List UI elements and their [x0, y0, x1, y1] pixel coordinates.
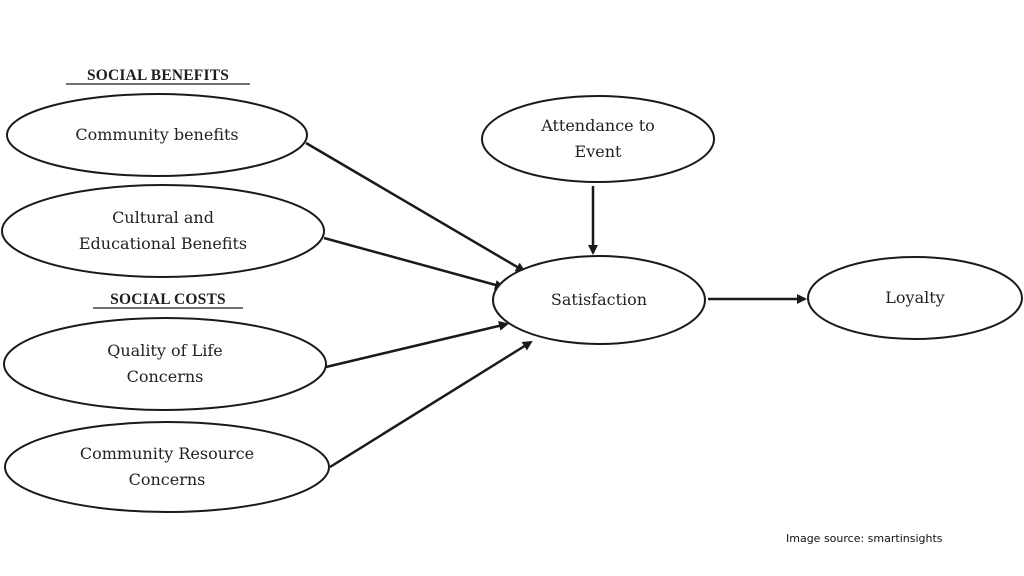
node-label-line: Cultural and: [112, 208, 214, 227]
node-attendance-to-event: Attendance to Event: [481, 95, 715, 183]
arrow-community-benefits-to-satisfaction: [305, 141, 526, 273]
node-label-line: Satisfaction: [551, 290, 647, 309]
arrow-quality-of-life-to-satisfaction: [325, 320, 509, 369]
social-benefits-heading: SOCIAL BENEFITS: [66, 67, 250, 85]
node-label-line: Quality of Life: [107, 341, 223, 360]
image-source-caption: Image source: smartinsights: [786, 532, 943, 545]
svg-text:Community benefits: Community benefits: [75, 125, 238, 144]
node-community-benefits: Community benefits: [6, 93, 308, 177]
svg-text:Satisfaction: Satisfaction: [551, 290, 647, 309]
svg-text:SOCIAL BENEFITS: SOCIAL BENEFITS: [87, 67, 229, 84]
node-label-line: Concerns: [127, 367, 204, 386]
node-label-line: Loyalty: [885, 288, 944, 307]
svg-text:Loyalty: Loyalty: [885, 288, 944, 307]
svg-text:SOCIAL COSTS: SOCIAL COSTS: [110, 291, 226, 308]
node-label-line: Event: [575, 142, 622, 161]
node-label-line: Educational Benefits: [79, 234, 247, 253]
arrow-community-resource-to-satisfaction: [329, 340, 533, 469]
node-label-line: Concerns: [129, 470, 206, 489]
node-satisfaction: Satisfaction: [492, 255, 706, 345]
node-loyalty: Loyalty: [807, 256, 1023, 340]
node-label-line: Community benefits: [75, 125, 238, 144]
node-label-line: Attendance to: [540, 116, 655, 135]
arrow-cultural-benefits-to-satisfaction: [323, 236, 505, 290]
social-costs-heading: SOCIAL COSTS: [93, 291, 243, 309]
node-label-line: Community Resource: [80, 444, 254, 463]
